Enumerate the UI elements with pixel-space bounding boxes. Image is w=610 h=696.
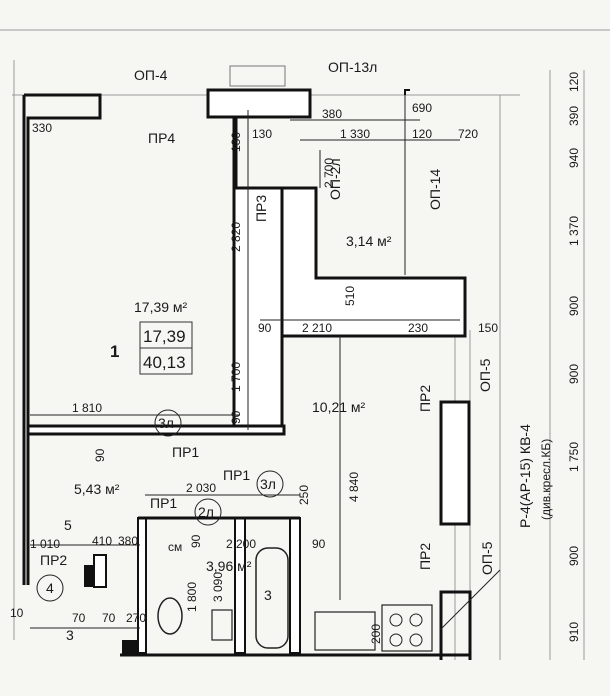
- marker-4: 4: [46, 580, 54, 596]
- label-op14: ОП-14: [427, 169, 443, 210]
- marker-circle: [36, 574, 64, 602]
- label-pr4: ПР4: [148, 130, 175, 146]
- rdim-910: 910: [567, 622, 581, 642]
- dim-70-a: 70: [72, 611, 86, 625]
- dim-3090: 3 090: [211, 572, 225, 602]
- marker-3l-a: 3л: [158, 415, 174, 431]
- dim-2700: 2 700: [322, 158, 336, 188]
- top-window: [229, 65, 286, 87]
- marker-3-b: 3: [66, 627, 74, 643]
- dim-4840: 4 840: [347, 472, 361, 502]
- burner: [409, 633, 423, 647]
- rdim-120: 120: [567, 72, 581, 92]
- dim-380: 380: [322, 107, 342, 121]
- dim-510: 510: [343, 286, 357, 306]
- kitchen-sink: [314, 611, 376, 651]
- dim-90-e: 90: [312, 537, 326, 551]
- label-op13l: ОП-13л: [328, 59, 377, 75]
- marker-2l: 2л: [198, 504, 214, 520]
- dim-250: 250: [297, 485, 311, 505]
- toilet: [157, 597, 183, 635]
- rdim-1370: 1 370: [567, 216, 581, 246]
- dim-10: 10: [10, 606, 24, 620]
- dim-200: 200: [369, 624, 383, 644]
- marker-3-a: 3: [264, 587, 272, 603]
- rdim-900-b: 900: [567, 364, 581, 384]
- dim-150: 150: [478, 321, 498, 335]
- label-pr2-right: ПР2: [417, 385, 433, 412]
- label-op4: ОП-4: [134, 67, 168, 83]
- dim-270: 270: [126, 611, 146, 625]
- right-side-dims: 120 390 940 1 370 900 900 1 750 900 910 …: [517, 72, 581, 642]
- dimension-lines: [30, 95, 501, 631]
- dim-130-h: 130: [252, 127, 272, 141]
- marker-3l-b: 3л: [260, 476, 276, 492]
- dim-70-b: 70: [102, 611, 116, 625]
- hall-area: 10,21 м²: [312, 399, 366, 415]
- markers: [36, 409, 284, 602]
- dim-1330: 1 330: [340, 127, 370, 141]
- area-box-top: 17,39: [143, 327, 186, 346]
- dim-410: 410: [92, 534, 112, 548]
- bath-area: 3,96 м²: [206, 558, 252, 574]
- dim-380-b: 380: [118, 534, 138, 548]
- main-room-area: 17,39 м²: [134, 299, 188, 315]
- marker-circle: [154, 409, 182, 437]
- label-pr1-c: ПР1: [150, 495, 177, 511]
- plan-labels: ОП-4 ОП-13л ПР4 ПР3 ОП-2л ОП-14 ОП-5 ОП-…: [40, 59, 495, 643]
- dim-90-a: 90: [258, 321, 272, 335]
- marker-5: 5: [64, 517, 72, 533]
- dimension-values: 330 380 690 130 130 1 330 120 720 2 700 …: [10, 101, 498, 644]
- dim-90-c: 90: [93, 448, 107, 462]
- marker-circle: [256, 470, 284, 498]
- dim-120: 120: [412, 127, 432, 141]
- entry-area: 5,43 м²: [74, 481, 120, 497]
- rdim-390: 390: [567, 106, 581, 126]
- dim-90-d: 90: [189, 534, 203, 548]
- side-subtitle: (див.кресл.КБ): [539, 439, 553, 520]
- label-pr2-left: ПР2: [40, 552, 67, 568]
- rdim-1750: 1 750: [567, 442, 581, 472]
- label-pr1-a: ПР1: [172, 444, 199, 460]
- dim-130-v: 130: [229, 132, 243, 152]
- rdim-900-a: 900: [567, 296, 581, 316]
- burner: [389, 633, 403, 647]
- area-box-bottom: 40,13: [143, 353, 186, 372]
- rdim-900-c: 900: [567, 546, 581, 566]
- walls: [22, 88, 472, 660]
- sink: [211, 609, 233, 641]
- rdim-940: 940: [567, 148, 581, 168]
- label-cm: см: [168, 540, 182, 554]
- label-pr2-bottom: ПР2: [417, 543, 433, 570]
- label-op5-top: ОП-5: [477, 358, 493, 392]
- dim-230: 230: [408, 321, 428, 335]
- dim-1700: 1 700: [229, 362, 243, 392]
- label-pr3: ПР3: [253, 195, 269, 222]
- dim-2210: 2 210: [302, 321, 332, 335]
- dim-1010: 1 010: [30, 537, 60, 551]
- label-op2l: ОП-2л: [327, 158, 343, 200]
- burner: [409, 613, 423, 627]
- dim-720: 720: [458, 127, 478, 141]
- label-op5-bottom: ОП-5: [479, 541, 495, 575]
- dim-1810: 1 810: [72, 401, 102, 415]
- dim-2200: 2 200: [226, 537, 256, 551]
- burner: [389, 613, 403, 627]
- label-pr1-b: ПР1: [223, 467, 250, 483]
- bathtub: [255, 547, 289, 649]
- dim-90-b: 90: [229, 410, 243, 424]
- dim-2820: 2 820: [229, 222, 243, 252]
- marker-circle: [194, 498, 222, 526]
- dim-690: 690: [412, 101, 432, 115]
- room-number: 1: [110, 342, 119, 361]
- dim-2030: 2 030: [186, 481, 216, 495]
- storage-area: 3,14 м²: [346, 233, 392, 249]
- dim-330: 330: [32, 121, 52, 135]
- fixtures: [157, 547, 433, 652]
- dim-1800: 1 800: [185, 582, 199, 612]
- side-title: Р-4(АР-15) КВ-4: [517, 424, 533, 528]
- stove: [381, 604, 433, 652]
